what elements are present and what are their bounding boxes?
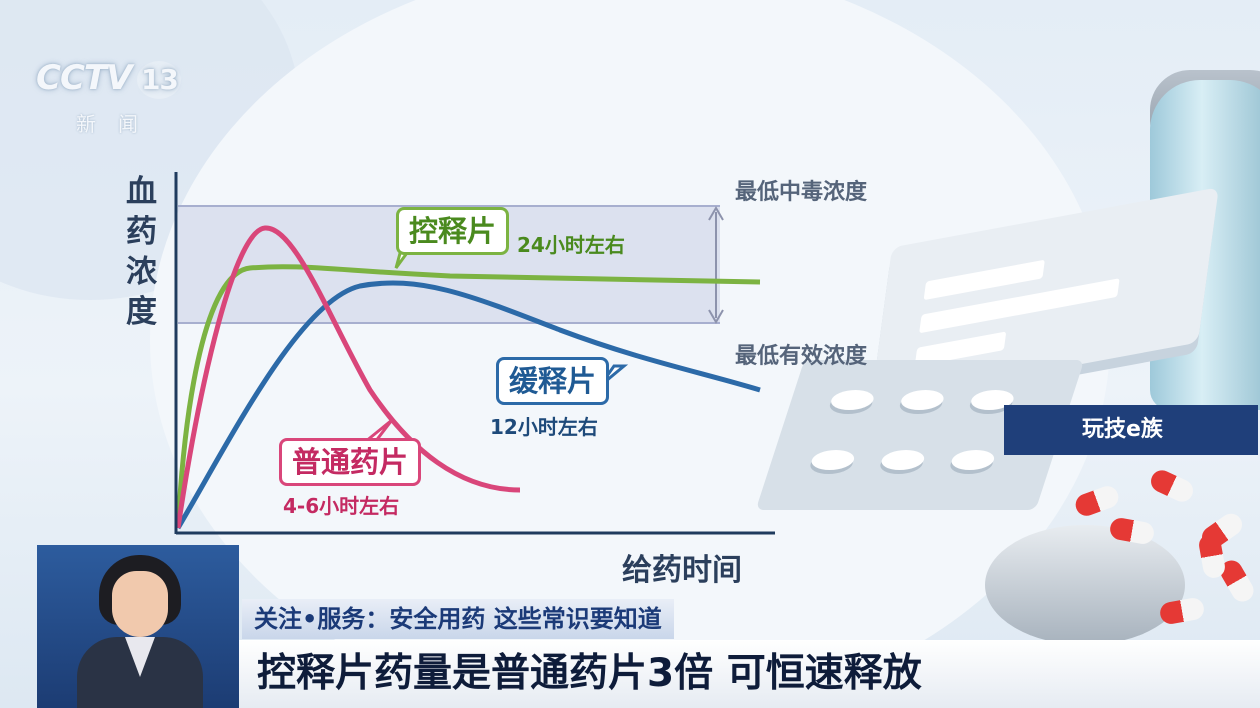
regular-tablet-tag: 普通药片	[279, 438, 422, 486]
effective-level-label: 最低有效浓度	[735, 344, 868, 369]
topic-caption: 关注•服务：安全用药 这些常识要知道	[242, 599, 674, 639]
bottle-lid	[985, 525, 1185, 645]
headline-caption: 控释片药量是普通药片3倍 可恒速释放	[239, 640, 1260, 708]
range-arrow-head-up	[708, 206, 724, 221]
sustained-release-tag: 缓释片	[496, 357, 610, 405]
watermark: 玩技e族	[1004, 405, 1258, 455]
logo-subtitle: 新闻	[76, 112, 160, 136]
y-axis-label: 血药浓度	[126, 174, 157, 330]
curve-regular-tablet	[175, 225, 521, 529]
logo-number: 13	[137, 61, 182, 99]
range-arrow-head-down	[708, 309, 724, 324]
controlled-release-tag: 控释片	[396, 207, 510, 255]
curve-sustained-release	[175, 280, 761, 530]
controlled-release-duration: 24小时左右	[517, 233, 625, 257]
regular-tablet-duration: 4-6小时左右	[283, 494, 400, 518]
logo-text: CCTV	[36, 58, 132, 98]
toxic-level-label: 最低中毒浓度	[735, 180, 868, 205]
anchor-video	[37, 545, 239, 708]
sustained-release-duration: 12小时左右	[490, 415, 598, 439]
curve-controlled-release	[175, 264, 761, 529]
x-axis-label: 给药时间	[622, 553, 742, 588]
